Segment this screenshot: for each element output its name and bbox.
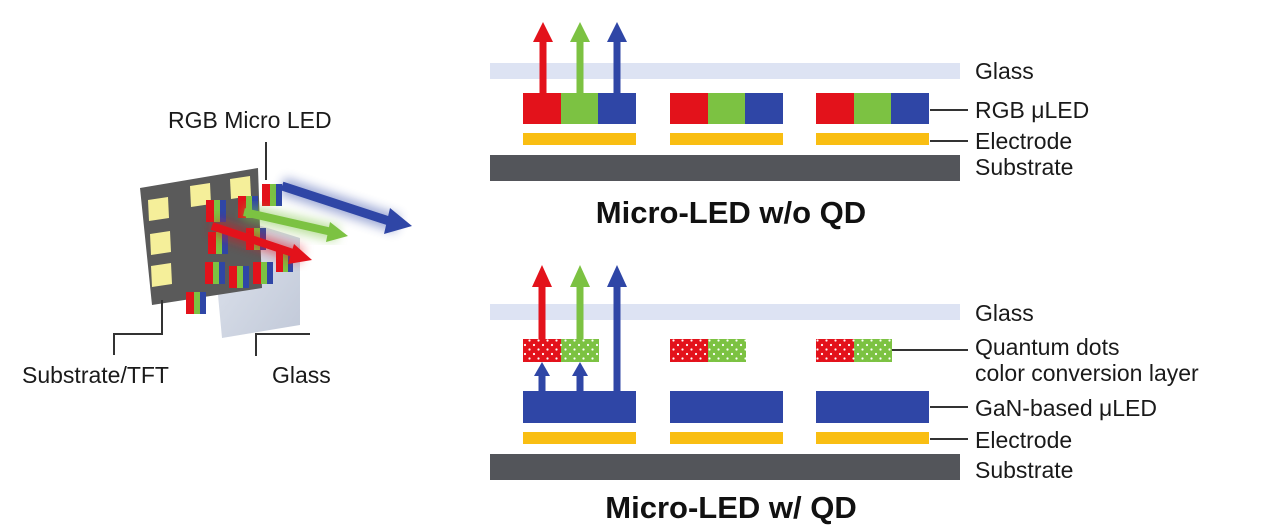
rgb-led-row [523, 93, 929, 124]
gan-led-layer [523, 391, 929, 423]
qd-layer [523, 339, 892, 362]
electrode-layer [523, 133, 929, 145]
blue-arrow-icon [607, 265, 627, 391]
emission-arrows-bottom [532, 265, 627, 391]
glass-layer [490, 304, 960, 320]
quantum-dots-label: Quantum dots [975, 334, 1119, 360]
emitted-light-beams [209, 177, 412, 264]
blue-pump-arrow-icon [572, 362, 588, 391]
red-arrow-icon [533, 22, 553, 93]
substrate-leader [113, 300, 163, 355]
blue-arrow-icon [607, 22, 627, 93]
glass-layer [490, 63, 960, 79]
diagram-without-qd: Glass RGB μLED Electrode Substrate Micro… [490, 22, 1089, 230]
glass-leader [255, 333, 310, 356]
rgb-micro-led-label: RGB Micro LED [168, 107, 332, 133]
glass-label-left: Glass [272, 362, 331, 388]
tft-cells [148, 176, 251, 287]
green-arrow-icon [570, 265, 590, 339]
substrate-layer [490, 454, 960, 480]
left-illustration: RGB Micro LED Substrate/TFT Glass [22, 107, 412, 388]
electrode-label-bottom: Electrode [975, 427, 1072, 453]
substrate-label-top: Substrate [975, 154, 1073, 180]
substrate-layer [490, 155, 960, 181]
title-without-qd: Micro-LED w/o QD [596, 195, 866, 230]
rgb-uled-label: RGB μLED [975, 97, 1089, 123]
glass-label-top: Glass [975, 58, 1034, 84]
top-leaders [930, 109, 968, 142]
gan-uled-label: GaN-based μLED [975, 395, 1157, 421]
blue-pump-arrow-icon [534, 362, 550, 391]
electrode-layer [523, 432, 929, 444]
diagram-with-qd: Glass Quantum dots color conversion laye… [490, 265, 1199, 525]
substrate-tft-label: Substrate/TFT [22, 362, 169, 388]
electrode-label-top: Electrode [975, 128, 1072, 154]
green-arrow-icon [570, 22, 590, 93]
glass-label-bottom: Glass [975, 300, 1034, 326]
red-arrow-icon [532, 265, 552, 339]
emission-arrows-top [533, 22, 627, 93]
bottom-leaders [892, 349, 968, 440]
title-with-qd: Micro-LED w/ QD [605, 490, 856, 525]
substrate-label-bottom: Substrate [975, 457, 1073, 483]
color-conversion-label: color conversion layer [975, 360, 1199, 386]
